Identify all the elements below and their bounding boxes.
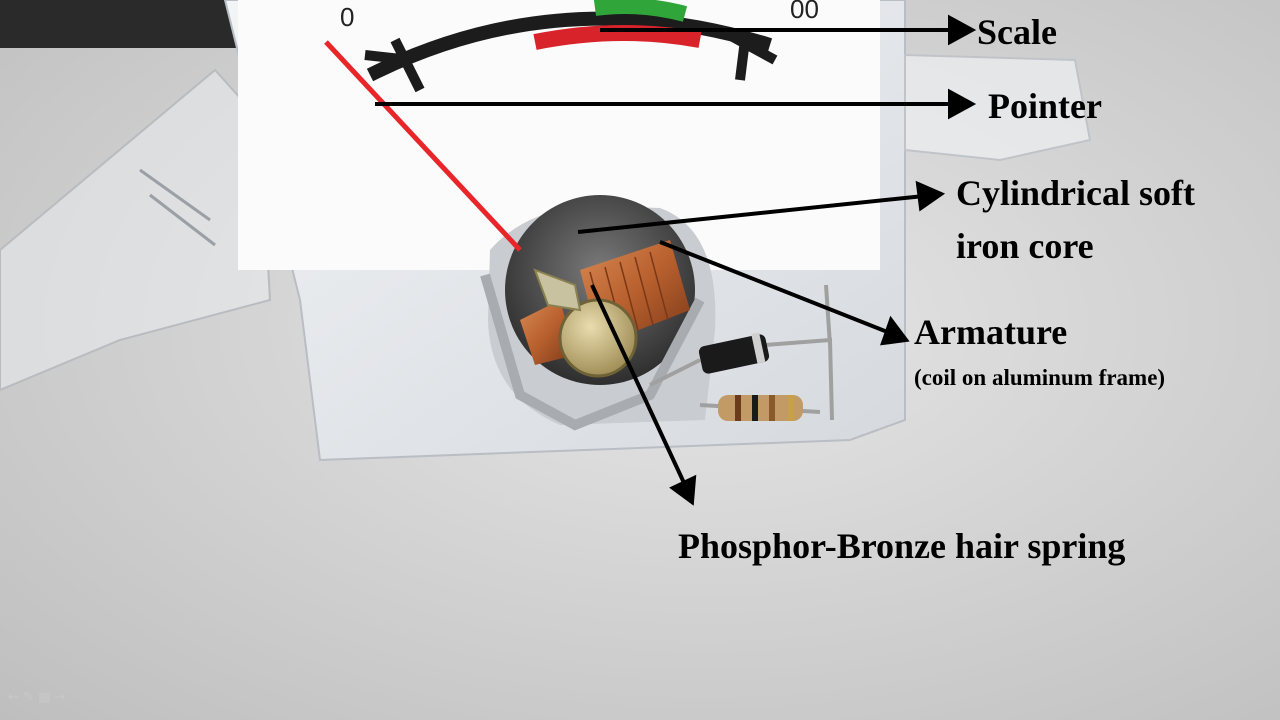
grid-icon: ▦ xyxy=(38,690,51,705)
pen-icon: ✎ xyxy=(23,690,34,705)
hair-spring-label: Phosphor-Bronze hair spring xyxy=(678,526,1126,566)
scale-arc-red xyxy=(533,24,702,50)
player-controls-faint: ← ✎ ▦ → xyxy=(8,690,128,710)
back-arrow-icon: ← xyxy=(8,690,19,705)
resistor-bands xyxy=(735,395,794,421)
forward-arrow-icon: → xyxy=(54,690,66,705)
core-arrow-line xyxy=(577,194,925,234)
component-leads xyxy=(649,284,834,421)
brass-pivot xyxy=(558,298,638,378)
plastic-cover-edge xyxy=(139,168,216,247)
scale-tick-right xyxy=(717,25,778,81)
pointer-label: Pointer xyxy=(988,86,1102,126)
pointer-arrowhead xyxy=(948,88,977,120)
annotation-arrows xyxy=(375,14,977,506)
scale-arrowhead xyxy=(948,14,977,46)
scale-zero-mark: 0 xyxy=(340,2,354,32)
scale-arc-green xyxy=(593,0,688,22)
iron-core-label-line2: iron core xyxy=(956,226,1094,266)
scale-label: Scale xyxy=(977,12,1057,52)
spring-arrowhead xyxy=(669,474,697,506)
diode-band xyxy=(751,332,766,364)
scale-end-mark: 00 xyxy=(790,0,819,24)
armature-arrowhead xyxy=(880,315,910,346)
spring-arrow-line xyxy=(590,284,687,486)
spring-tab xyxy=(533,268,582,312)
armature-arrow-line xyxy=(659,240,891,335)
iron-core-label: Cylindrical soft xyxy=(956,173,1195,213)
dark-corner xyxy=(0,0,240,48)
clear-plastic-right xyxy=(904,53,1092,162)
diode xyxy=(698,334,770,374)
armature-detail-label: (coil on aluminum frame) xyxy=(914,365,1166,390)
scale-tick-left xyxy=(364,37,425,93)
pointer-needle xyxy=(324,40,522,252)
core-arrowhead xyxy=(915,180,946,212)
plastic-cover xyxy=(0,68,272,392)
armature-label: Armature xyxy=(914,312,1068,352)
